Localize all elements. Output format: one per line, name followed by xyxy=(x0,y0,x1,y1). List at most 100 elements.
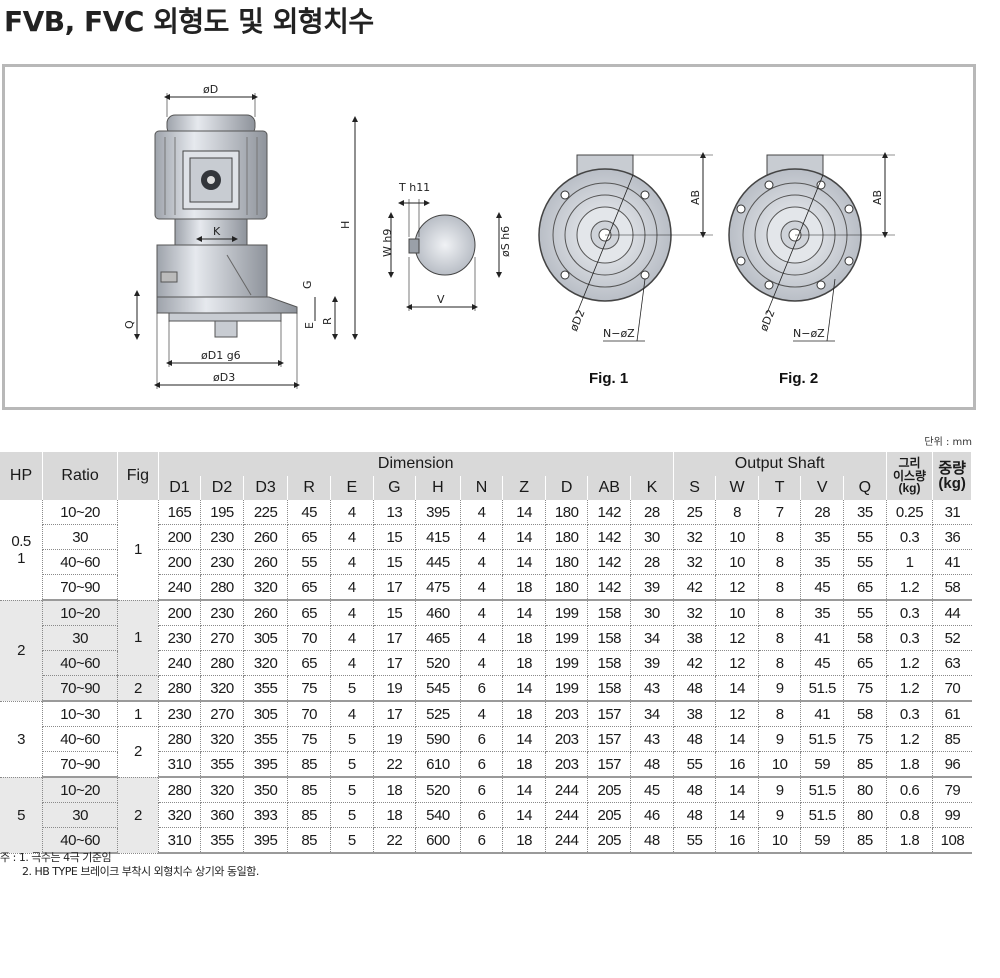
table-cell: 85 xyxy=(843,751,887,778)
table-cell: 14 xyxy=(502,802,546,828)
table-cell: 1 xyxy=(886,549,934,575)
label-D1: øD1 g6 xyxy=(201,349,241,362)
table-cell: 8 xyxy=(758,650,802,676)
table-cell: 5 xyxy=(330,802,374,828)
table-cell: 195 xyxy=(200,500,244,525)
subheader-t: T xyxy=(758,476,802,500)
table-cell: 244 xyxy=(545,827,589,854)
table-cell: 18 xyxy=(373,777,417,803)
table-cell: 142 xyxy=(587,549,632,575)
table-cell: 4 xyxy=(330,600,374,626)
table-cell: 1.8 xyxy=(886,827,934,854)
table-cell: 4 xyxy=(460,524,504,550)
table-cell: 35 xyxy=(843,500,887,525)
fig2-flange: AB øD2 N−øZ Fig. 2 xyxy=(728,152,895,387)
table-cell: 4 xyxy=(330,650,374,676)
table-cell: 48 xyxy=(673,777,717,803)
table-cell: 280 xyxy=(158,777,202,803)
table-cell: 320 xyxy=(200,726,244,752)
table-cell: 395 xyxy=(243,751,289,778)
cell-ratio: 40~60 xyxy=(42,726,119,752)
table-cell: 350 xyxy=(243,777,289,803)
table-cell: 85 xyxy=(287,827,331,854)
table-cell: 205 xyxy=(587,827,632,854)
table-cell: 393 xyxy=(243,802,289,828)
table-cell: 14 xyxy=(502,675,546,702)
table-cell: 10 xyxy=(715,524,759,550)
table-cell: 445 xyxy=(415,549,461,575)
cell-ratio: 40~60 xyxy=(42,827,119,854)
table-cell: 70 xyxy=(287,625,331,651)
table-cell: 75 xyxy=(287,675,331,702)
note-2: 2. HB TYPE 브레이크 부착시 외형치수 상기와 동일함. xyxy=(22,865,259,878)
table-cell: 35 xyxy=(800,600,845,626)
table-cell: 600 xyxy=(415,827,461,854)
dimension-drawing: øD K H G E R Q øD1 g6 øD3 T h11 W h9 øS … xyxy=(2,64,976,410)
table-cell: 16 xyxy=(715,751,759,778)
table-cell: 12 xyxy=(715,701,759,727)
table-cell: 6 xyxy=(460,751,504,778)
table-cell: 63 xyxy=(932,650,972,676)
label-AB-fig1: AB xyxy=(689,190,702,205)
cell-fig: 2 xyxy=(117,726,159,778)
table-cell: 75 xyxy=(287,726,331,752)
table-cell: 310 xyxy=(158,751,202,778)
header-output-shaft: Output Shaft xyxy=(673,452,887,476)
table-cell: 7 xyxy=(758,500,802,525)
table-cell: 17 xyxy=(373,574,417,601)
table-cell: 32 xyxy=(673,600,717,626)
table-cell: 41 xyxy=(800,625,845,651)
table-cell: 8 xyxy=(715,500,759,525)
table-cell: 22 xyxy=(373,751,417,778)
table-cell: 5 xyxy=(330,777,374,803)
table-cell: 180 xyxy=(545,500,589,525)
table-cell: 28 xyxy=(630,500,674,525)
table-cell: 65 xyxy=(287,650,331,676)
table-cell: 360 xyxy=(200,802,244,828)
table-cell: 4 xyxy=(460,500,504,525)
table-cell: 4 xyxy=(330,625,374,651)
table-cell: 525 xyxy=(415,701,461,727)
table-cell: 1.2 xyxy=(886,574,934,601)
table-cell: 55 xyxy=(287,549,331,575)
table-cell: 55 xyxy=(673,827,717,854)
table-cell: 157 xyxy=(587,726,632,752)
table-cell: 79 xyxy=(932,777,972,803)
table-cell: 45 xyxy=(287,500,331,525)
table-cell: 158 xyxy=(587,675,632,702)
table-cell: 142 xyxy=(587,524,632,550)
label-D: øD xyxy=(203,83,218,96)
subheader-g: G xyxy=(373,476,417,500)
table-cell: 80 xyxy=(843,777,887,803)
table-cell: 75 xyxy=(843,726,887,752)
page-title: FVB, FVC 외형도 및 외형치수 xyxy=(4,5,374,38)
label-NZ-fig2: N−øZ xyxy=(793,327,825,340)
header-weight: 중량(kg) xyxy=(932,452,972,500)
table-cell: 99 xyxy=(932,802,972,828)
label-G: G xyxy=(301,280,314,289)
cell-ratio: 40~60 xyxy=(42,549,119,575)
label-R: R xyxy=(321,317,334,325)
table-cell: 320 xyxy=(158,802,202,828)
table-cell: 32 xyxy=(673,524,717,550)
table-cell: 205 xyxy=(587,802,632,828)
table-cell: 65 xyxy=(287,524,331,550)
subheader-s: S xyxy=(673,476,717,500)
table-cell: 42 xyxy=(673,650,717,676)
table-cell: 230 xyxy=(158,625,202,651)
table-cell: 51.5 xyxy=(800,802,845,828)
table-cell: 14 xyxy=(502,524,546,550)
cell-ratio: 10~20 xyxy=(42,600,119,626)
table-cell: 85 xyxy=(843,827,887,854)
table-cell: 41 xyxy=(932,549,972,575)
table-cell: 48 xyxy=(673,675,717,702)
table-cell: 45 xyxy=(800,650,845,676)
table-cell: 55 xyxy=(843,549,887,575)
label-Q: Q xyxy=(123,320,136,329)
